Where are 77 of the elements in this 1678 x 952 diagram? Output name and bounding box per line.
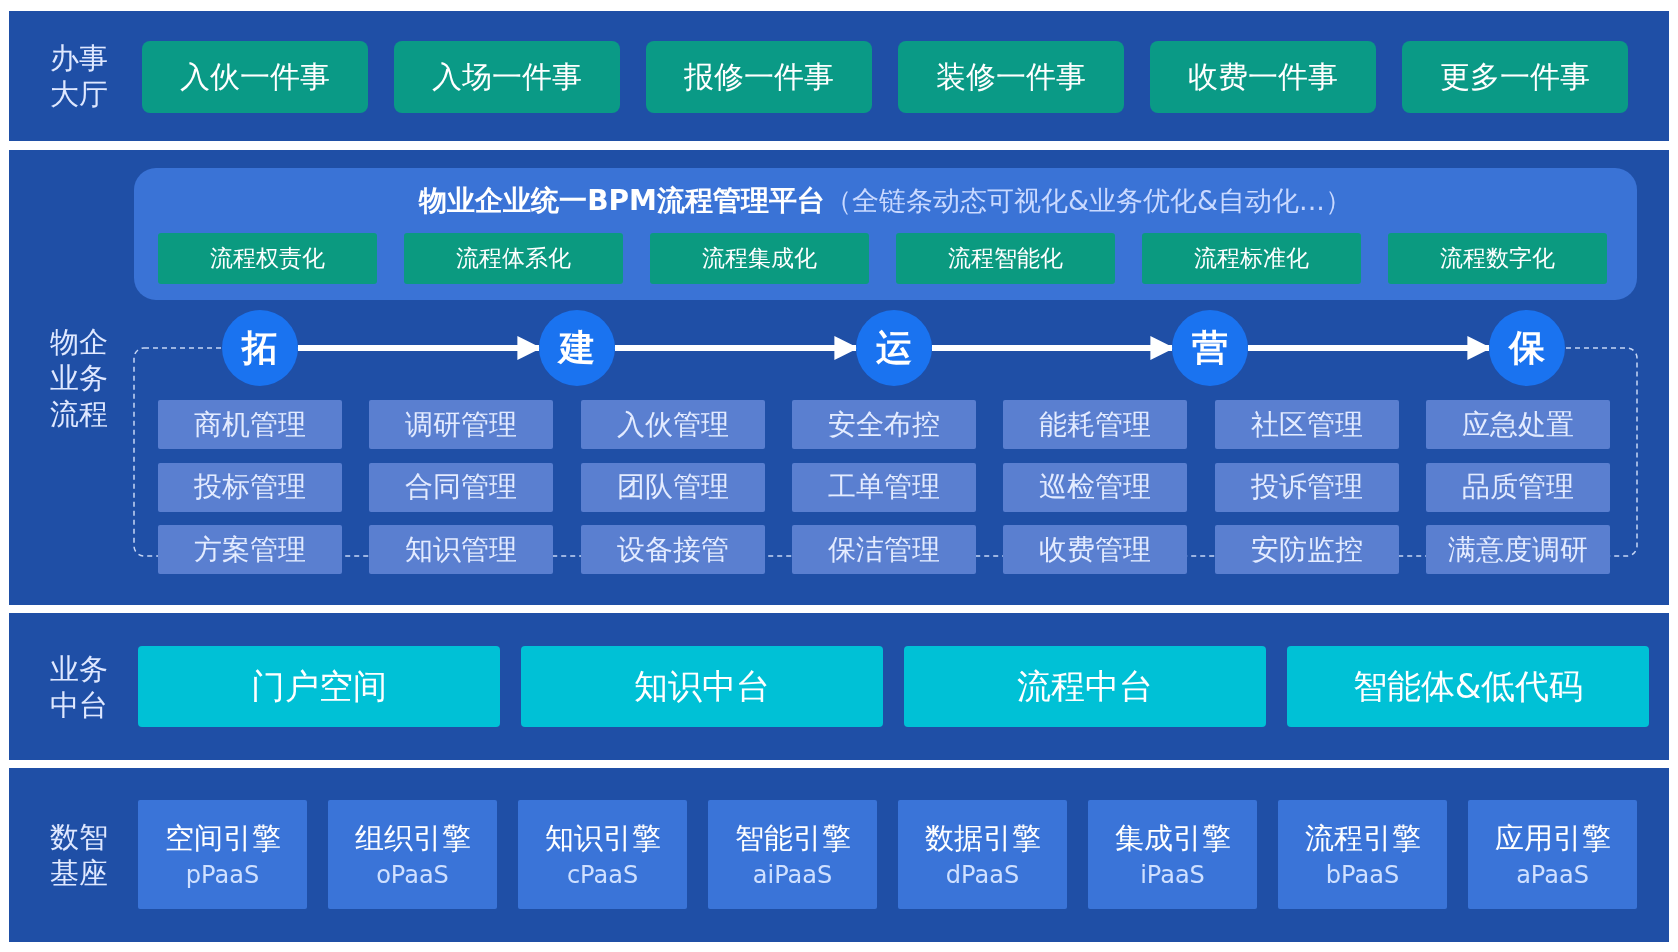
process-tag: 巡检管理 (1003, 462, 1188, 512)
engine-name: 数据引擎 (924, 819, 1041, 857)
layer-band (9, 150, 1669, 605)
process-tag: 投诉管理 (1214, 462, 1399, 512)
feature-tag: 流程集成化 (650, 233, 869, 284)
engine-code: pPaaS (185, 859, 260, 891)
stage-circle: 运 (856, 310, 932, 386)
process-tag: 投标管理 (158, 462, 342, 512)
scenario-tag: 更多一件事 (1402, 41, 1628, 113)
process-tag: 能耗管理 (1003, 400, 1188, 449)
scenario-tag: 收费一件事 (1150, 41, 1376, 113)
process-tag: 品质管理 (1425, 462, 1610, 512)
process-tag: 入伙管理 (580, 400, 765, 449)
stage-circle: 建 (539, 310, 615, 386)
scenario-tag: 报修一件事 (646, 41, 872, 113)
process-tag: 合同管理 (369, 462, 554, 512)
feature-tag: 流程权责化 (158, 233, 377, 284)
feature-tag: 流程数字化 (1388, 233, 1607, 284)
process-tag: 方案管理 (158, 525, 342, 575)
engine-name: 空间引擎 (164, 819, 281, 857)
platform-subtitle: （全链条动态可视化&业务优化&自动化...） (824, 185, 1352, 216)
platform-panel (134, 168, 1637, 300)
engine-card (328, 800, 497, 909)
process-tag: 保洁管理 (791, 525, 976, 575)
feature-tag: 流程智能化 (896, 233, 1115, 284)
engine-name: 知识引擎 (544, 819, 661, 857)
platform-title: 物业企业统一BPM流程管理平台 (419, 184, 825, 217)
engine-card (1088, 800, 1257, 909)
engine-code: iPaaS (1140, 859, 1205, 891)
engine-code: aiPaaS (752, 859, 833, 891)
process-tag: 设备接管 (580, 525, 765, 575)
engine-name: 组织引擎 (354, 819, 471, 857)
feature-tag: 流程体系化 (404, 233, 623, 284)
process-tag: 调研管理 (369, 400, 554, 449)
engine-card (1468, 800, 1637, 909)
layer-title: 办事大厅 (49, 40, 109, 112)
engine-code: oPaaS (376, 859, 449, 891)
process-tag: 满意度调研 (1425, 525, 1610, 575)
engine-name: 应用引擎 (1494, 819, 1611, 857)
layer-title: 数智基座 (49, 819, 109, 891)
process-tag: 工单管理 (791, 462, 976, 512)
engine-code: bPaaS (1325, 859, 1400, 891)
engine-card (898, 800, 1067, 909)
process-tag: 知识管理 (369, 525, 554, 575)
process-tag: 安全布控 (791, 400, 976, 449)
layer-band (9, 11, 1669, 141)
layer-band (9, 768, 1669, 942)
engine-card (708, 800, 877, 909)
layer-title: 业务中台 (49, 651, 109, 723)
stage-circle: 营 (1172, 310, 1248, 386)
stage-circle: 拓 (222, 310, 298, 386)
scenario-tag: 入伙一件事 (142, 41, 368, 113)
stage-circle: 保 (1489, 310, 1565, 386)
scenario-tag: 入场一件事 (394, 41, 620, 113)
engine-name: 智能引擎 (734, 819, 851, 857)
layer-band (9, 613, 1669, 760)
engine-code: dPaaS (945, 859, 1020, 891)
middle-platform-tag: 智能体&低代码 (1287, 646, 1649, 727)
engine-name: 流程引擎 (1304, 819, 1421, 857)
feature-tag: 流程标准化 (1142, 233, 1361, 284)
scenario-tag: 装修一件事 (898, 41, 1124, 113)
engine-card (138, 800, 307, 909)
process-tag: 社区管理 (1214, 400, 1399, 449)
middle-platform-tag: 知识中台 (521, 646, 883, 727)
process-tag: 团队管理 (580, 462, 765, 512)
engine-card (518, 800, 687, 909)
process-tag: 商机管理 (158, 400, 342, 449)
engine-card (1278, 800, 1447, 909)
engine-code: aPaaS (1516, 859, 1589, 891)
middle-platform-tag: 流程中台 (904, 646, 1266, 727)
process-tag: 安防监控 (1214, 525, 1399, 575)
engine-name: 集成引擎 (1114, 819, 1231, 857)
process-tag: 应急处置 (1425, 400, 1610, 449)
process-tag: 收费管理 (1003, 525, 1188, 575)
engine-code: cPaaS (566, 859, 639, 891)
layer-title: 物企业务流程 (49, 324, 109, 432)
middle-platform-tag: 门户空间 (138, 646, 500, 727)
